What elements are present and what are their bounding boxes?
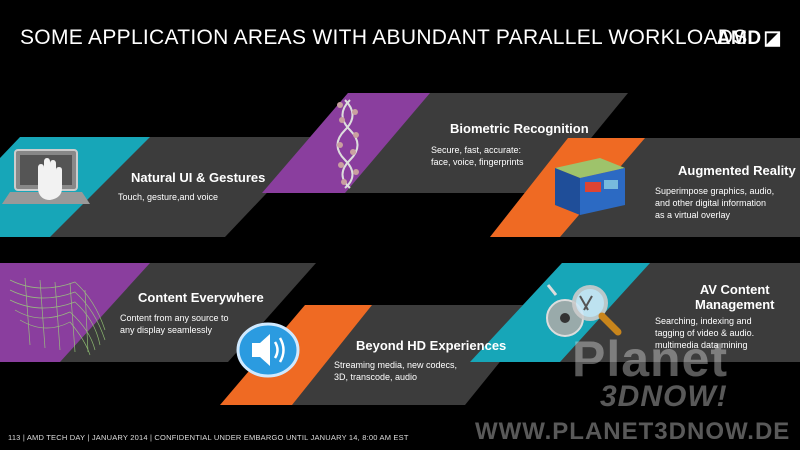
content-title: Content Everywhere [138, 290, 264, 305]
dna-icon [336, 99, 359, 189]
augmented-desc: Superimpose graphics, audio, and other d… [655, 186, 775, 220]
grid-wave-icon [9, 277, 106, 356]
amd-logo-text: AMD [716, 28, 762, 49]
biometric-desc: Secure, fast, accurate: face, voice, fin… [431, 145, 524, 167]
biometric-title: Biometric Recognition [450, 121, 589, 136]
av-content-title: AV Content Management [695, 282, 775, 312]
amd-arrow-icon: ◪ [763, 28, 782, 49]
slide-footer: 113 | AMD TECH DAY | JANUARY 2014 | CONF… [8, 433, 409, 442]
laptop-hand-icon [2, 149, 90, 204]
watermark-url: WWW.PLANET3DNOW.DE [475, 418, 791, 445]
augmented-title: Augmented Reality [678, 163, 796, 178]
natural-ui-desc: Touch, gesture,and voice [118, 192, 219, 202]
beyond-hd-title: Beyond HD Experiences [356, 338, 507, 353]
ar-cube-icon [555, 158, 625, 215]
content-desc: Content from any source to any display s… [120, 313, 229, 335]
watermark-planet: Planet [572, 331, 729, 387]
natural-ui-title: Natural UI & Gestures [131, 170, 266, 185]
watermark-3dnow: 3DNOW! [600, 380, 728, 413]
biometric-band [262, 93, 628, 193]
speaker-icon [236, 322, 300, 378]
slide-title: SOME APPLICATION AREAS WITH ABUNDANT PAR… [20, 26, 748, 49]
av-content-desc: Searching, indexing and tagging of video… [655, 316, 755, 350]
magnifier-icon [546, 284, 622, 337]
beyond-hd-desc: Streaming media, new codecs, 3D, transco… [334, 360, 458, 382]
amd-logo: AMD◪ [717, 27, 782, 50]
